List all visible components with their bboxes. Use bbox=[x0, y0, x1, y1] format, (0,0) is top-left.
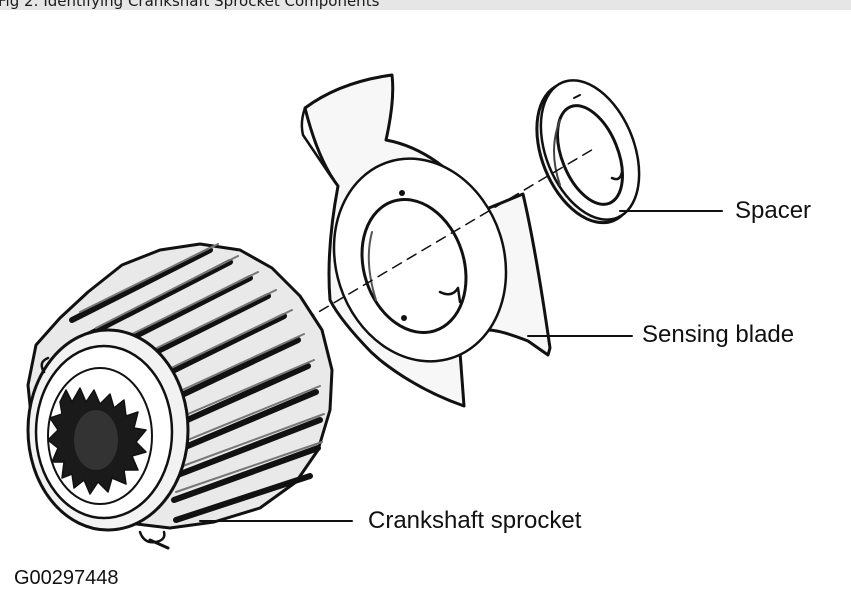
crankshaft-sprocket-part bbox=[26, 242, 334, 550]
figure-code: G00297448 bbox=[14, 567, 119, 589]
crankshaft-sprocket-label: Crankshaft sprocket bbox=[368, 507, 582, 534]
sensing-blade-part bbox=[300, 73, 552, 408]
spacer-label: Spacer bbox=[735, 197, 812, 224]
figure-caption: Fig 2: Identifying Crankshaft Sprocket C… bbox=[0, 0, 380, 10]
caption-bar: Fig 2: Identifying Crankshaft Sprocket C… bbox=[0, 0, 851, 10]
sensing-blade-label: Sensing blade bbox=[642, 321, 795, 348]
